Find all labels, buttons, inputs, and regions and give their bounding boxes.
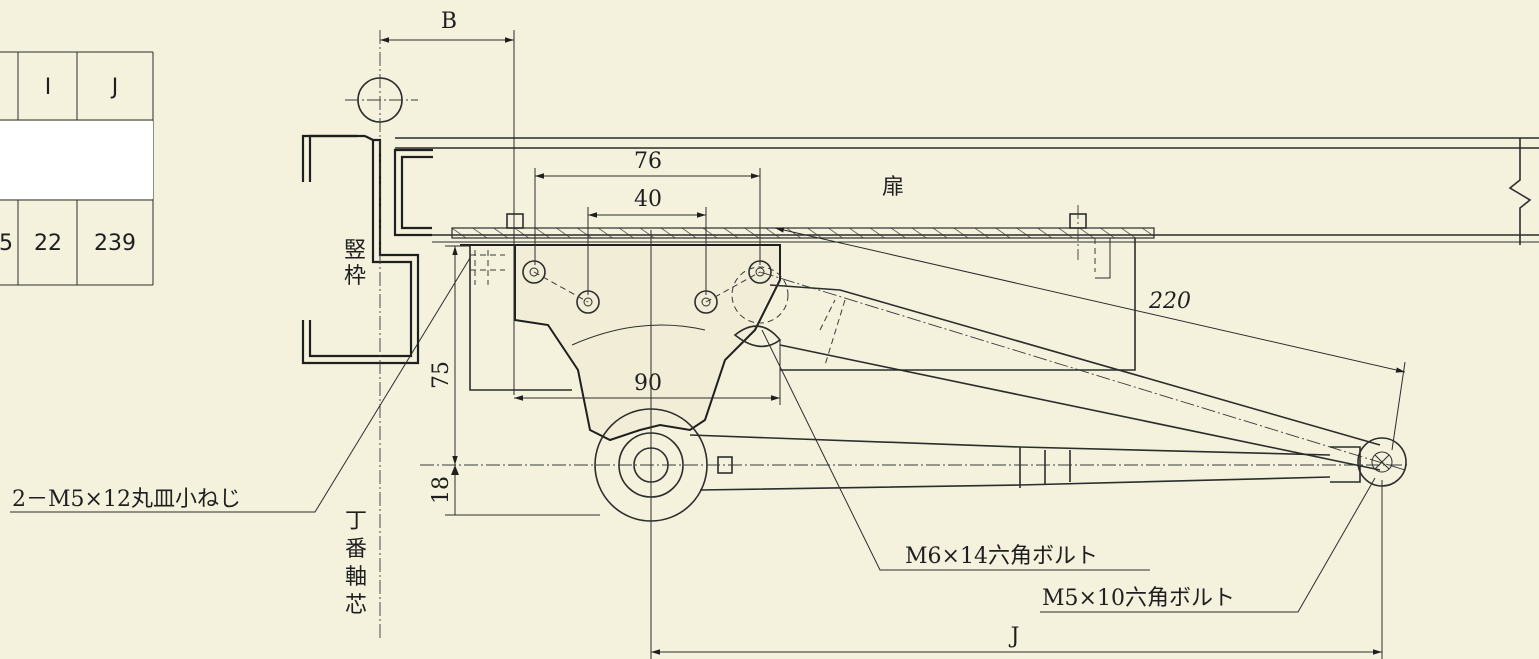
hinge-axis-label: 丁 番 軸 芯 xyxy=(345,509,367,618)
hinge-axis-char-4: 芯 xyxy=(345,593,367,618)
table-value-i: 22 xyxy=(34,231,62,256)
dim-75-label: 75 xyxy=(429,361,454,389)
table-value-partial: 5 xyxy=(0,231,13,256)
callout-screw: 2－M5×12丸皿小ねじ xyxy=(12,487,241,512)
frame-label-2: 枠 xyxy=(344,264,366,289)
dim-76-label: 76 xyxy=(634,149,662,174)
callouts: 2－M5×12丸皿小ねじ M6×14六角ボルト M5×10六角ボルト xyxy=(10,257,1376,613)
dim-40-label: 40 xyxy=(634,187,662,212)
closer-body xyxy=(460,238,1136,442)
door-label: 扉 xyxy=(882,175,904,200)
hinge-axis-char-3: 軸 xyxy=(345,565,367,590)
callout-bolt-m5: M5×10六角ボルト xyxy=(1042,586,1235,611)
end-bracket xyxy=(1330,437,1407,487)
dim-b-label: B xyxy=(441,9,457,34)
hinge-symbol xyxy=(345,30,418,640)
table-header-i: I xyxy=(45,75,52,100)
callout-bolt-m6: M6×14六角ボルト xyxy=(905,544,1098,569)
dim-220-label: 220 xyxy=(1148,289,1191,314)
dimension-lines: B 76 40 90 75 18 220 J xyxy=(380,9,1406,659)
table-header-j: J xyxy=(110,75,119,100)
dim-j-label: J xyxy=(1009,624,1020,649)
dimension-table: I J 5 22 239 xyxy=(0,51,154,286)
dim-18-label: 18 xyxy=(429,476,454,504)
table-blank-row xyxy=(0,121,153,199)
frame-label-1: 竪 xyxy=(344,238,366,263)
table-value-j: 239 xyxy=(94,231,136,256)
hinge-axis-char-2: 番 xyxy=(345,537,367,562)
hinge-axis-char-1: 丁 xyxy=(345,509,367,534)
dim-90-label: 90 xyxy=(634,371,662,396)
frame: 竪 枠 xyxy=(301,134,433,365)
